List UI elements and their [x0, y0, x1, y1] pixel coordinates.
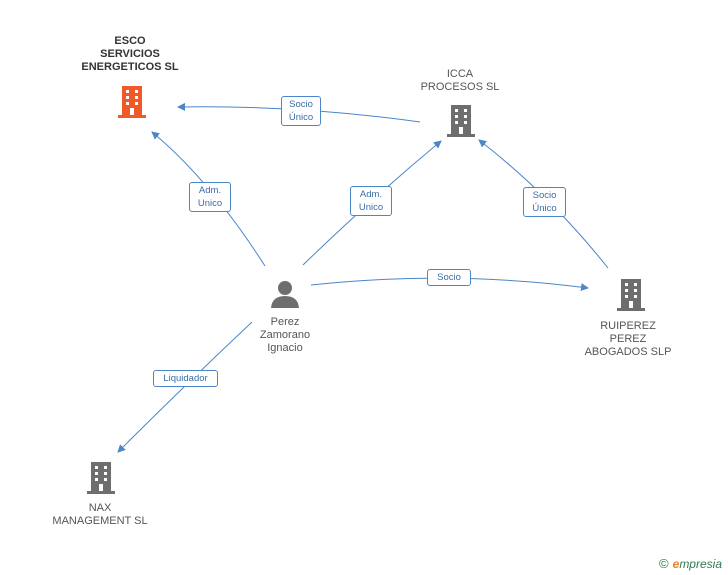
- edge-perez-to-nax: [117, 321, 253, 453]
- copyright-icon: ©: [659, 556, 669, 571]
- building-icon-nax: [87, 462, 115, 494]
- building-icon-esco: [118, 86, 146, 118]
- edge-label-perez-esco: Adm. Unico: [189, 182, 231, 212]
- edge-label-perez-ruiperez: Socio: [427, 269, 471, 286]
- brand-logo: empresia: [672, 556, 722, 571]
- edge-label-perez-nax: Liquidador: [153, 370, 218, 387]
- node-label-ruiperez[interactable]: RUIPEREZ PEREZ ABOGADOS SLP: [584, 320, 672, 358]
- node-label-icca[interactable]: ICCA PROCESOS SL: [420, 68, 500, 93]
- edge-label-perez-icca: Adm. Unico: [350, 186, 392, 216]
- node-label-esco[interactable]: ESCO SERVICIOS ENERGETICOS SL: [81, 35, 179, 73]
- building-icon-ruiperez: [617, 279, 645, 311]
- building-icon-icca: [447, 105, 475, 137]
- node-label-perez[interactable]: Perez Zamorano Ignacio: [259, 316, 311, 354]
- edge-label-ruiperez-icca: Socio Único: [523, 187, 566, 217]
- person-icon-perez: [271, 281, 299, 308]
- footer-brand: © empresia: [659, 556, 722, 571]
- edge-label-icca-esco: Socio Único: [281, 96, 321, 126]
- node-label-nax[interactable]: NAX MANAGEMENT SL: [52, 502, 148, 527]
